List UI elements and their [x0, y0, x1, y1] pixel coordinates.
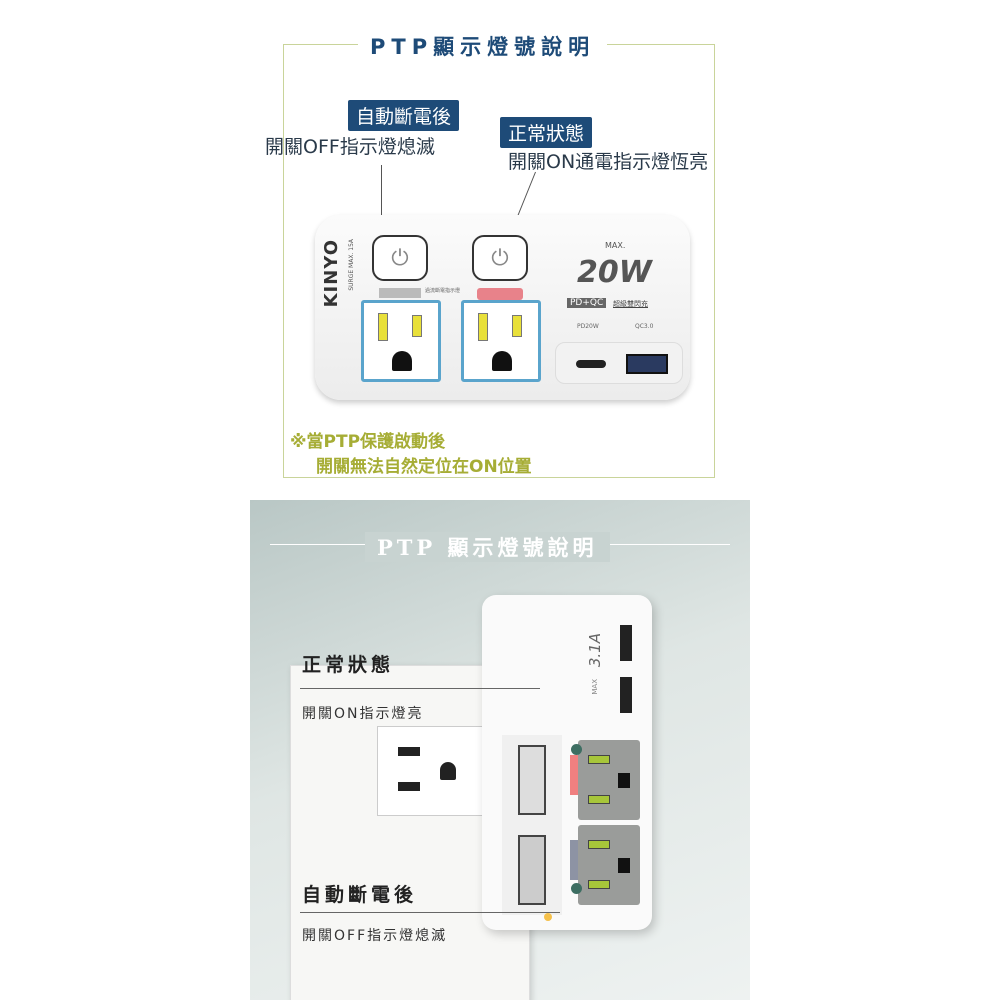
fast-charge-label: 超級雙閃充 [613, 300, 648, 308]
power-icon: ⏻ [491, 245, 509, 271]
off-state-heading: 自動斷電後 [302, 884, 418, 906]
surge-label: SURGE MAX. 15A [348, 239, 355, 291]
power-strip: KINYO SURGE MAX. 15A ⏻ ⏻ 過流斷電指示燈 MAX. 20… [315, 215, 690, 400]
on-state-desc: 開關ON通電指示燈恆亮 [508, 151, 709, 173]
panel-title: PTP 顯示燈號說明 [365, 532, 610, 562]
indicator-label: 過流斷電指示燈 [425, 288, 461, 294]
qc-port-label: QC3.0 [635, 323, 654, 330]
pdqc-badge: PD+QC [567, 298, 607, 308]
switch-bay [502, 735, 562, 915]
off-state-desc: 開關OFF指示燈熄滅 [302, 928, 448, 944]
on-indicator-light [477, 288, 523, 300]
amp-label: 3.1A [586, 633, 604, 668]
note-line-1: ※當PTP保護啟動後 [290, 432, 446, 452]
usb-port-area [555, 342, 683, 384]
wall-outlet [377, 726, 487, 816]
panel-title: PTP顯示燈號說明 [358, 31, 608, 61]
off-state-desc: 開關OFF指示燈熄滅 [265, 136, 435, 158]
off-pointer-line [300, 912, 560, 913]
usb-port-1 [620, 625, 632, 661]
pd-port-label: PD20W [577, 323, 599, 330]
rocker-switch-2[interactable] [518, 835, 546, 905]
outlet-2 [578, 825, 640, 905]
on-pointer-line [300, 688, 540, 689]
max-label: MAX [591, 679, 599, 695]
wall-adapter: 3.1A MAX [482, 595, 652, 930]
power-switch-2[interactable]: ⏻ [472, 235, 528, 281]
brand-logo: KINYO [321, 239, 342, 308]
power-icon: ⏻ [391, 245, 409, 271]
off-indicator-light [379, 288, 421, 298]
usb-port-2 [620, 677, 632, 713]
off-pointer-dot [571, 883, 582, 894]
wattage-label: 20W [577, 255, 652, 290]
night-light [544, 913, 552, 921]
off-indicator-light [570, 840, 578, 880]
rocker-switch-1[interactable] [518, 745, 546, 815]
on-indicator-light [570, 755, 578, 795]
bottom-panel: PTP 顯示燈號說明 3.1A MAX 正常狀態 開關ON指示燈亮 自動斷電後 … [250, 500, 750, 1000]
outlet-2 [461, 300, 541, 382]
top-panel: PTP顯示燈號說明 自動斷電後 開關OFF指示燈熄滅 正常狀態 開關ON通電指示… [265, 31, 715, 478]
on-pointer-dot [571, 744, 582, 755]
outlet-1 [578, 740, 640, 820]
max-label: MAX. [605, 241, 626, 250]
note-line-2: 開關無法自然定位在ON位置 [316, 457, 532, 477]
usb-c-port [576, 360, 606, 368]
off-state-tag: 自動斷電後 [348, 100, 460, 131]
outlet-1 [361, 300, 441, 382]
power-switch-1[interactable]: ⏻ [372, 235, 428, 281]
on-state-tag: 正常狀態 [500, 117, 593, 148]
usb-a-port [626, 354, 668, 374]
on-state-desc: 開關ON指示燈亮 [302, 706, 424, 722]
on-state-heading: 正常狀態 [302, 654, 395, 676]
